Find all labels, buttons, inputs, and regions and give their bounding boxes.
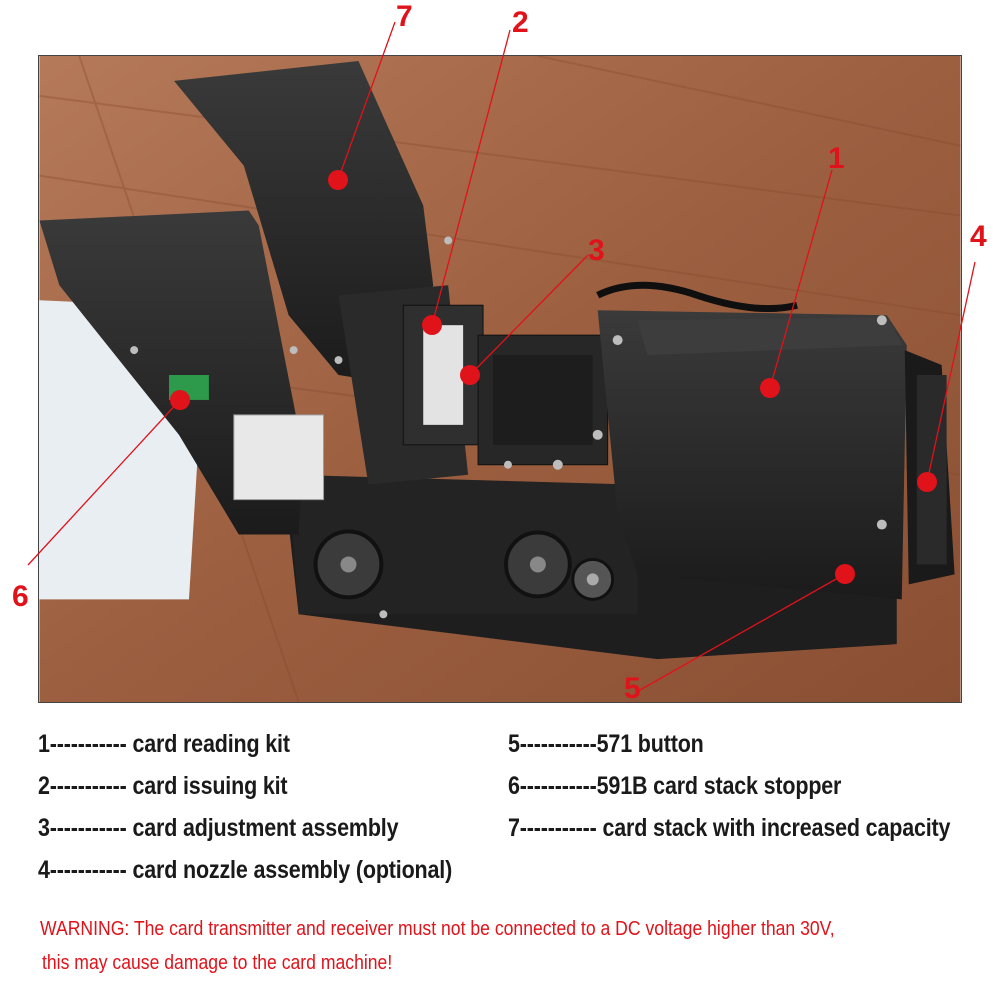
legend-item-5: 5-----------571 button [508, 730, 704, 758]
legend-item-3: 3----------- card adjustment assembly [38, 814, 399, 842]
warning-line-1: WARNING: The card transmitter and receiv… [40, 918, 835, 940]
legend-item-6: 6-----------591B card stack stopper [508, 772, 842, 800]
callout-number-4: 4 [970, 220, 987, 253]
legend-item-1: 1----------- card reading kit [38, 730, 290, 758]
legend-item-2: 2----------- card issuing kit [38, 772, 288, 800]
legend-item-4: 4----------- card nozzle assembly (optio… [38, 856, 453, 884]
callout-number-2: 2 [512, 6, 529, 39]
card-reading-box [597, 310, 907, 600]
warning-line-2: this may cause damage to the card machin… [42, 952, 393, 974]
legend-item-7: 7----------- card stack with increased c… [508, 814, 951, 842]
callout-number-7: 7 [396, 0, 413, 33]
machine-photo [38, 55, 962, 703]
callout-number-6: 6 [12, 580, 29, 613]
white-connector [233, 414, 325, 501]
